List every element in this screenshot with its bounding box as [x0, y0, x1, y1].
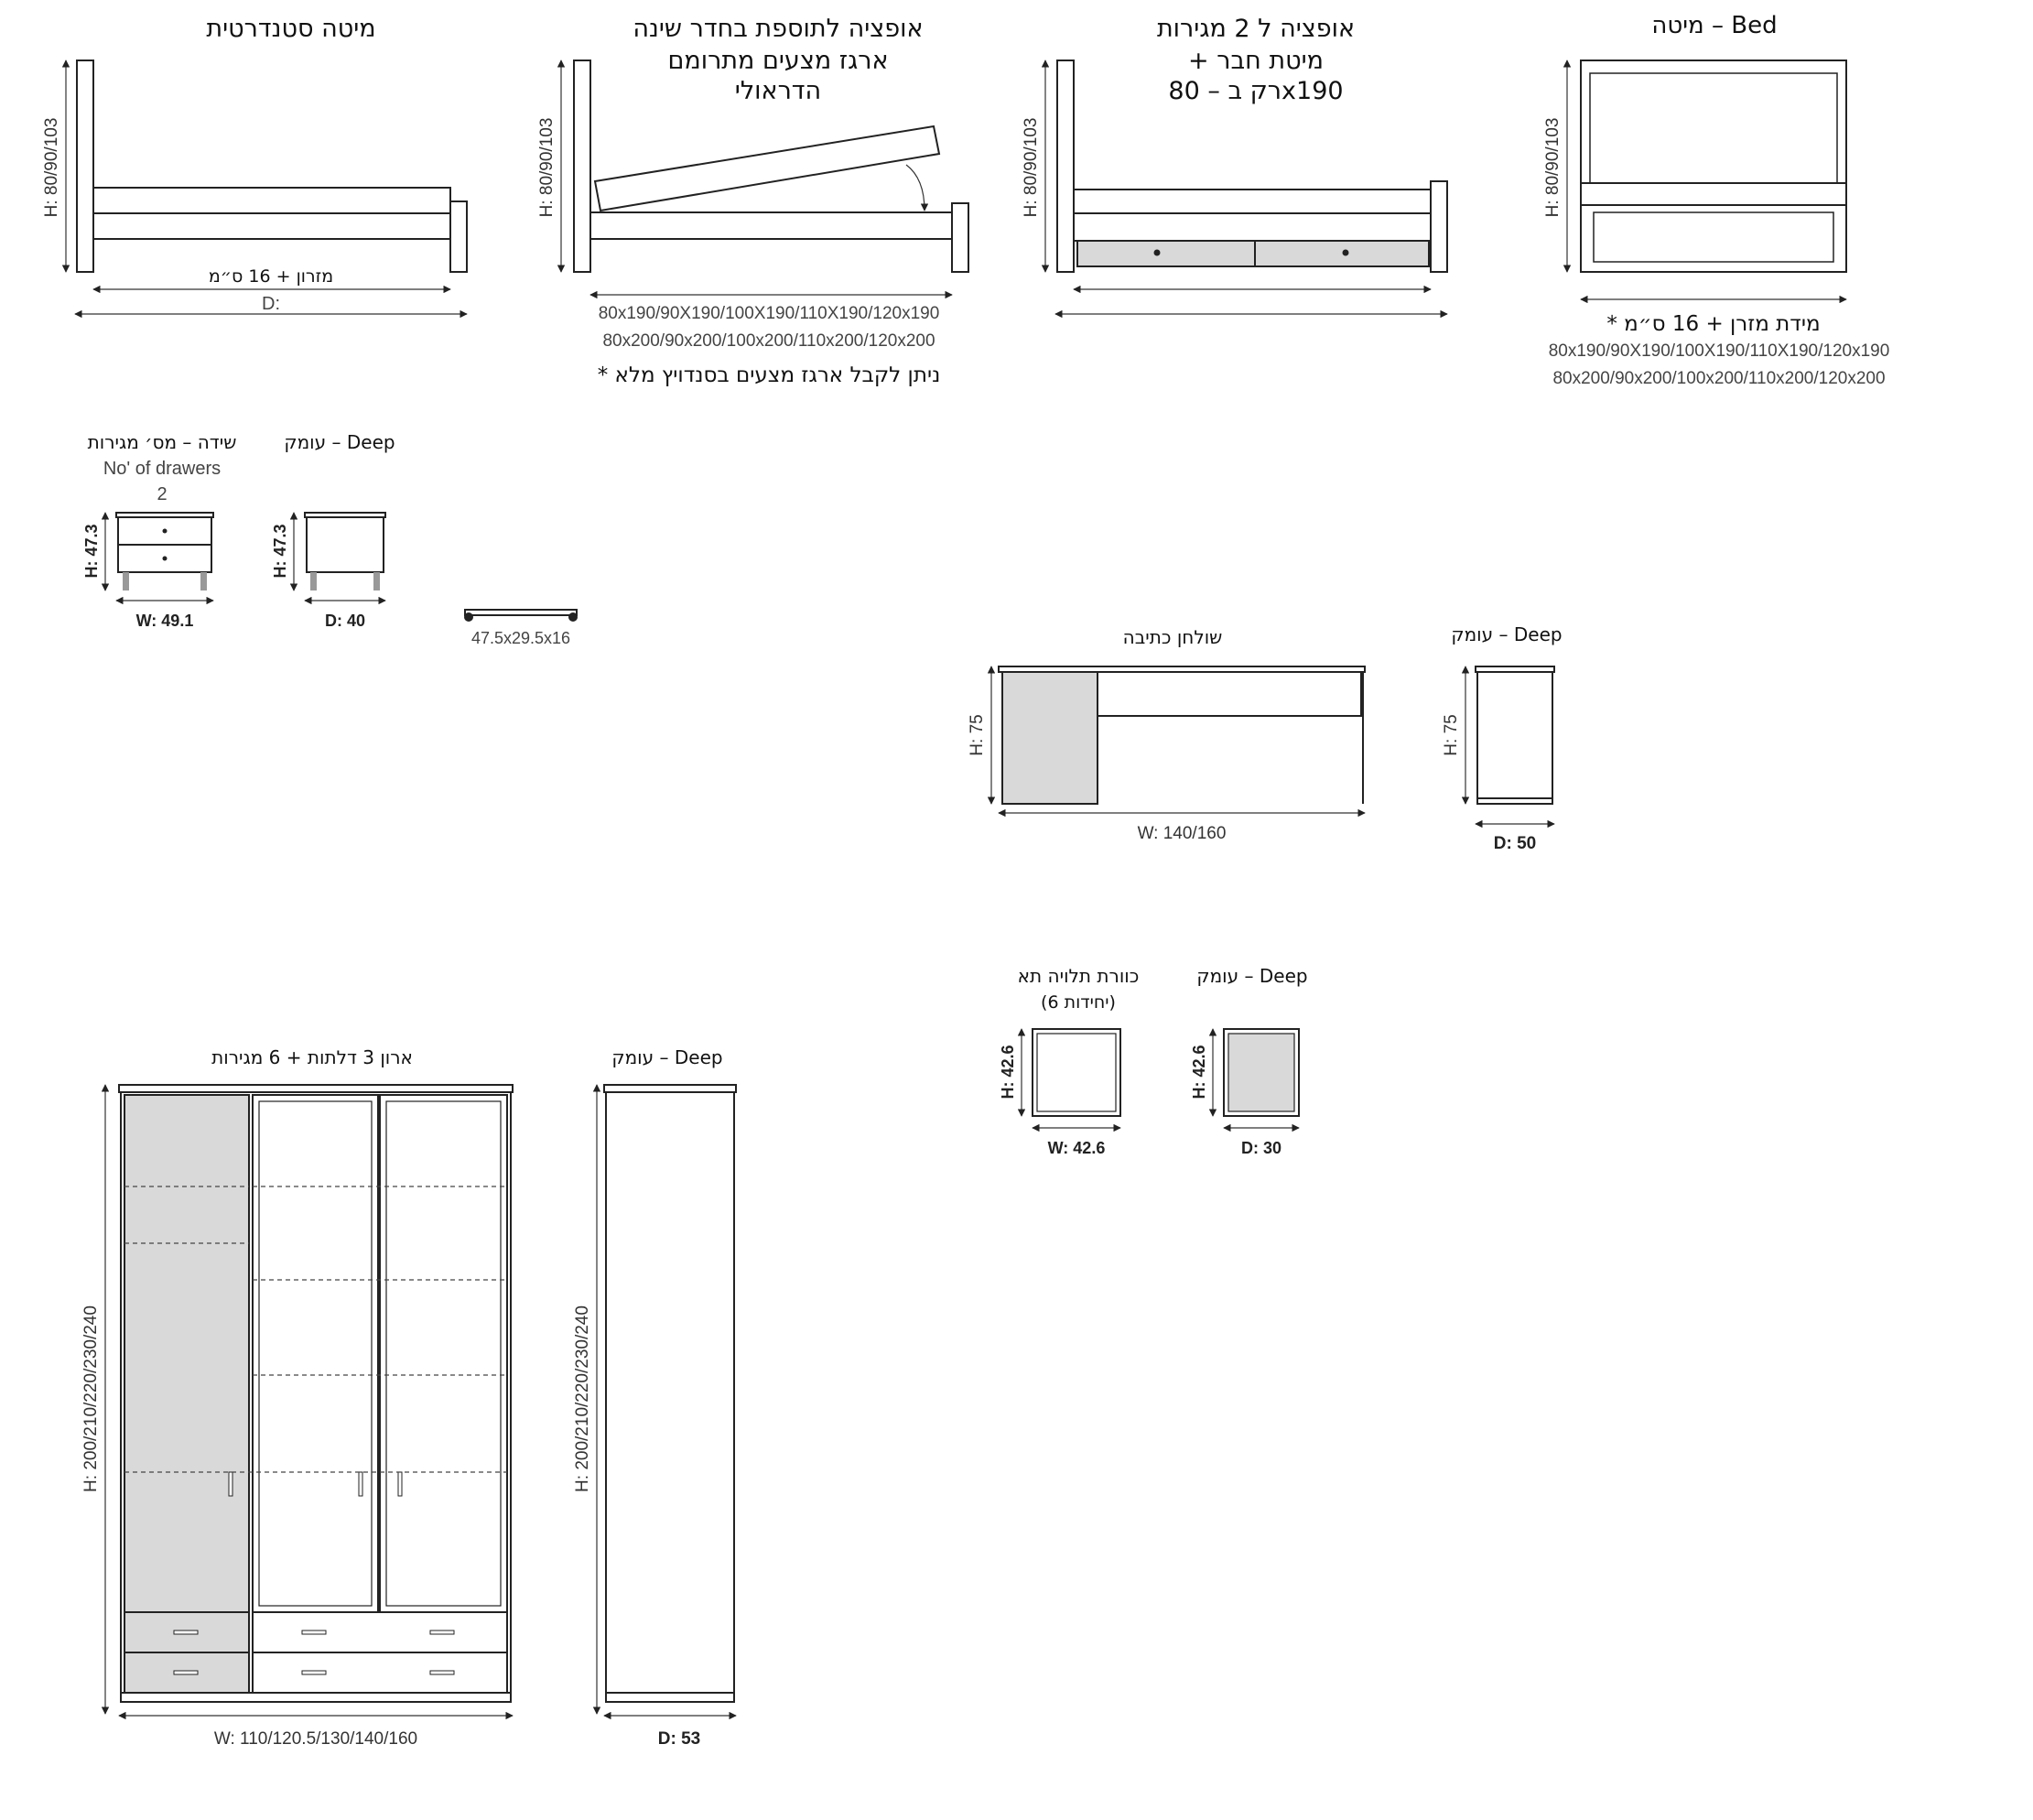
desk-depth-height-label: H: 75	[1442, 714, 1461, 755]
bed-storage-sizes-line1: 80x190/90X190/100X190/110X190/120x190	[599, 304, 940, 323]
bed-front-note: * מידת מזרן + 16 ס״מ	[1606, 312, 1820, 336]
wardrobe-title: ארון 3 דלתות + 6 מגירות	[211, 1046, 413, 1068]
bed-standard-depth-label: D:	[262, 294, 280, 314]
bed-front-sizes-line1: 80x190/90X190/100X190/110X190/120x190	[1549, 341, 1890, 361]
shelf-height-label: H: 42.6	[999, 1045, 1017, 1099]
wardrobe-height-label: H: 200/210/220/230/240	[81, 1305, 101, 1492]
shelf-subtitle: (6 יחידות)	[1041, 992, 1116, 1013]
shelf-title: כוורת תלויה תא	[1018, 965, 1140, 987]
nightstand-depth-label: D: 40	[325, 612, 365, 630]
bed-storage-title-line3: הדראולי	[735, 77, 821, 105]
desk-depth-drawing: עומק – Deep H: 75 D: 50	[1442, 623, 1563, 853]
bed-drawers-drawing: אופציה ל 2 מגירות + מיטת חבר רק ב – 80x1…	[1022, 15, 1448, 319]
shelf-width-label: W: 42.6	[1048, 1139, 1106, 1157]
trundle-drawing: 47.5x29.5x16	[464, 609, 578, 647]
desk-depth-label: D: 50	[1494, 834, 1536, 853]
desk-width-label: W: 140/160	[1138, 824, 1227, 843]
shelf-depth-label: D: 30	[1241, 1139, 1281, 1157]
shelf-depth-title: עומק – Deep	[1196, 965, 1307, 987]
desk-depth-title: עומק – Deep	[1451, 623, 1562, 645]
wardrobe-depth-height-label: H: 200/210/220/230/240	[573, 1305, 592, 1492]
bed-storage-title-line1: אופציה לתוספת בחדר שינה	[633, 15, 923, 43]
bed-storage-sizes-line2: 80x200/90x200/100x200/110x200/120x200	[602, 331, 935, 351]
shelf-drawing: כוורת תלויה תא (6 יחידות) H: 42.6 W: 42.…	[999, 965, 1139, 1157]
nightstand-depth-title: עומק – Deep	[284, 431, 395, 453]
bed-drawers-title-line2: + מיטת חבר	[1188, 47, 1324, 75]
bed-storage-title-line2: ארגז מצעים מתרומם	[667, 47, 888, 75]
bed-drawers-height-label: H: 80/90/103	[1022, 118, 1041, 218]
bed-standard-title: מיטה סטנדרטית	[206, 15, 375, 43]
bed-storage-note: * ניתן לקבל ארגז מצעים בסנדויץ מלא	[598, 363, 941, 387]
wardrobe-drawing: ארון 3 דלתות + 6 מגירות H: 200/210/220/2…	[81, 1046, 514, 1749]
nightstand-subtitle: No' of drawers	[103, 459, 221, 479]
bed-front-height-label: H: 80/90/103	[1543, 118, 1563, 218]
bed-front-sizes-line2: 80x200/90x200/100x200/110x200/120x200	[1552, 369, 1885, 388]
bed-drawers-title-line1: אופציה ל 2 מגירות	[1157, 15, 1355, 43]
bed-front-title: מיטה – Bed	[1651, 12, 1777, 39]
bed-front-drawing: מיטה – Bed H: 80/90/103 * מידת מזרן + 16…	[1543, 12, 1889, 388]
wardrobe-depth-label: D: 53	[658, 1729, 700, 1749]
nightstand-title: שידה – מס׳ מגירות	[88, 431, 237, 453]
bed-standard-height-label: H: 80/90/103	[42, 118, 61, 218]
bed-standard-mattress-label: מזרון + 16 ס״מ	[209, 266, 333, 287]
wardrobe-depth-title: עומק – Deep	[611, 1046, 722, 1068]
nightstand-drawing: שידה – מס׳ מגירות No' of drawers 2 H: 47…	[82, 431, 236, 630]
shelf-depth-height-label: H: 42.6	[1190, 1045, 1208, 1099]
nightstand-width-label: W: 49.1	[136, 612, 194, 630]
trundle-size-label: 47.5x29.5x16	[471, 629, 570, 647]
nightstand-height-label: H: 47.3	[82, 524, 101, 578]
bed-drawers-title-line3: רק ב – 80x190	[1168, 77, 1343, 105]
bed-storage-height-label: H: 80/90/103	[537, 118, 557, 218]
desk-drawing: שולחן כתיבה H: 75 W: 140/160	[968, 626, 1366, 843]
wardrobe-depth-drawing: עומק – Deep H: 200/210/220/230/240 D: 53	[573, 1046, 737, 1749]
wardrobe-width-label: W: 110/120.5/130/140/160	[214, 1729, 417, 1749]
bed-standard-drawing: מיטה סטנדרטית H: 80/90/103 מזרון + 16 ס״…	[42, 15, 468, 319]
bed-storage-drawing: אופציה לתוספת בחדר שינה ארגז מצעים מתרומ…	[537, 15, 969, 387]
nightstand-depth-height-label: H: 47.3	[271, 524, 289, 578]
desk-height-label: H: 75	[968, 714, 987, 755]
nightstand-drawer-count: 2	[157, 484, 167, 504]
nightstand-depth-drawing: עומק – Deep H: 47.3 D: 40	[271, 431, 395, 630]
shelf-depth-drawing: עומק – Deep H: 42.6 D: 30	[1190, 965, 1308, 1157]
desk-title: שולחן כתיבה	[1123, 626, 1223, 648]
